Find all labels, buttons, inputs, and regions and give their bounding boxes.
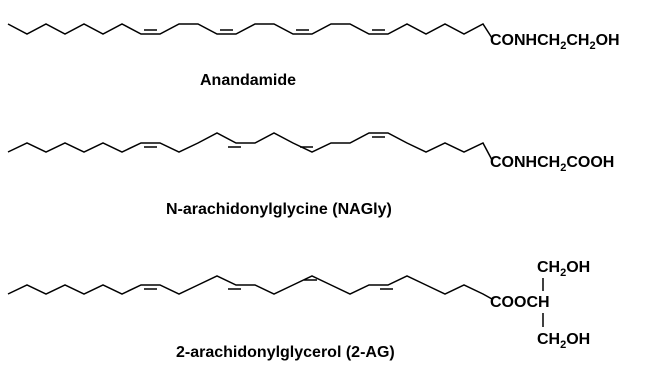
anandamide-carbon-chain [7,23,493,39]
2ag-structure: COOCH CH2OH CH2OH 2-arachidonylglycerol … [7,259,590,361]
2ag-ch2oh-top: CH2OH [537,259,590,279]
2ag-carbon-chain [7,275,493,300]
2ag-ch2oh-bottom: CH2OH [537,331,590,351]
nagly-head-group: CONHCH2COOH [490,154,614,174]
nagly-structure: CONHCH2COOH N-arachidonylglycine (NAGly) [7,132,614,218]
anandamide-structure: CONHCH2CH2OH Anandamide [7,23,620,89]
2ag-label: 2-arachidonylglycerol (2-AG) [176,344,395,361]
2ag-head-group: COOCH [490,294,550,311]
anandamide-head-group: CONHCH2CH2OH [490,32,620,52]
nagly-carbon-chain [7,132,493,161]
nagly-label: N-arachidonylglycine (NAGly) [166,201,392,218]
anandamide-label: Anandamide [200,72,296,89]
